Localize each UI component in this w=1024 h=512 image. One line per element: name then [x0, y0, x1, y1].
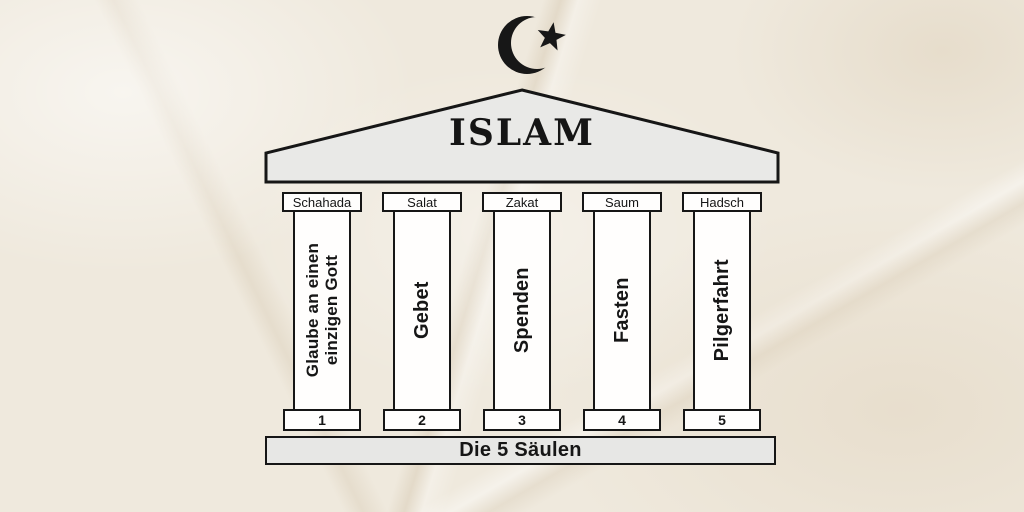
diagram-title: ISLAM	[449, 112, 595, 154]
pillar-shaft: Fasten	[593, 212, 651, 409]
pillar-number-label: 1	[318, 412, 326, 428]
pillar-term-label: Hadsch	[699, 194, 745, 210]
pillar-term-label: Schahada	[292, 194, 352, 210]
pillar-term-label: Zakat	[505, 194, 539, 210]
foundation-label: Die 5 Säulen	[459, 439, 582, 461]
pediment-roof	[264, 88, 780, 184]
crescent-and-star-icon	[498, 16, 566, 74]
pillar-capital: Saum	[582, 192, 662, 212]
pillar-shaft: Glaube an einen einzigen Gott	[293, 212, 351, 409]
pillar-salat: Salat Gebet 2	[372, 192, 472, 431]
pillar-number: 3	[483, 409, 561, 431]
pillar-capital: Schahada	[282, 192, 362, 212]
pillar-shaft: Spenden	[493, 212, 551, 409]
pillar-term-label: Salat	[407, 194, 437, 210]
pillar-number: 4	[583, 409, 661, 431]
pillar-number-label: 5	[718, 412, 726, 428]
pillar-capital: Hadsch	[682, 192, 762, 212]
pillar-saum: Saum Fasten 4	[572, 192, 672, 431]
pillar-hadsch: Hadsch Pilgerfahrt 5	[672, 192, 772, 431]
pillar-shaft: Pilgerfahrt	[693, 212, 751, 409]
pillar-meaning-label: Gebet	[410, 281, 433, 340]
pillar-zakat: Zakat Spenden 3	[472, 192, 572, 431]
pillar-number: 1	[283, 409, 361, 431]
pillar-meaning-label: Spenden	[510, 267, 533, 354]
pillar-capital: Zakat	[482, 192, 562, 212]
pillar-meaning-label: Glaube an einen einzigen Gott	[302, 243, 341, 378]
pillar-number-label: 3	[518, 412, 526, 428]
pillar-number: 2	[383, 409, 461, 431]
pillar-number: 5	[683, 409, 761, 431]
pillar-meaning-label: Fasten	[610, 277, 633, 344]
pillar-shaft: Gebet	[393, 212, 451, 409]
pillar-capital: Salat	[382, 192, 462, 212]
foundation-bar: Die 5 Säulen	[265, 436, 776, 465]
pillar-schahada: Schahada Glaube an einen einzigen Gott 1	[272, 192, 372, 431]
pillar-term-label: Saum	[605, 194, 639, 210]
pillar-meaning-label: Pilgerfahrt	[710, 259, 733, 362]
pillar-number-label: 2	[418, 412, 426, 428]
pillar-number-label: 4	[618, 412, 626, 428]
